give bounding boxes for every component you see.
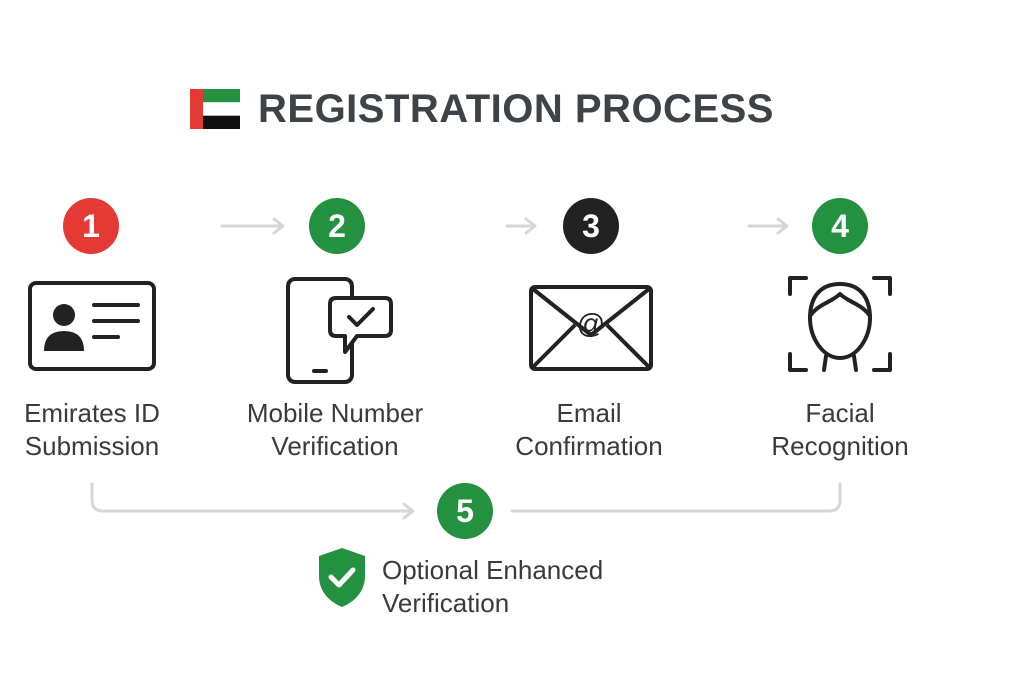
uae-flag-icon: [190, 89, 240, 129]
step-4-label: Facial Recognition: [771, 398, 909, 461]
step-1-badge: 1: [63, 198, 119, 254]
bottom-left-connector: [90, 482, 415, 520]
step-number: 2: [328, 207, 346, 244]
optional-verification-label: Optional Enhanced Verification: [382, 555, 604, 618]
page-title: REGISTRATION PROCESS: [258, 87, 774, 131]
svg-text:@: @: [577, 308, 605, 339]
bottom-right-connector: [510, 482, 842, 513]
step-number: 4: [831, 207, 849, 244]
id-card-icon: [28, 281, 156, 371]
step-1-label: Emirates ID Submission: [24, 398, 160, 461]
step-5-badge: 5: [437, 483, 493, 539]
step-2-badge: 2: [309, 198, 365, 254]
phone-message-icon: [286, 277, 393, 384]
arrow-icon: [747, 217, 789, 235]
step-3-badge: 3: [563, 198, 619, 254]
step-number: 1: [82, 207, 100, 244]
step-2-label: Mobile Number Verification: [246, 398, 424, 461]
step-number: 5: [456, 492, 474, 529]
step-4-badge: 4: [812, 198, 868, 254]
email-at-icon: @: [529, 285, 653, 371]
arrow-icon: [505, 217, 537, 235]
step-3-label: Email Confirmation: [515, 398, 663, 461]
arrow-icon: [220, 217, 285, 235]
face-scan-icon: [788, 276, 892, 372]
step-number: 3: [582, 207, 600, 244]
shield-check-icon: [319, 548, 365, 607]
